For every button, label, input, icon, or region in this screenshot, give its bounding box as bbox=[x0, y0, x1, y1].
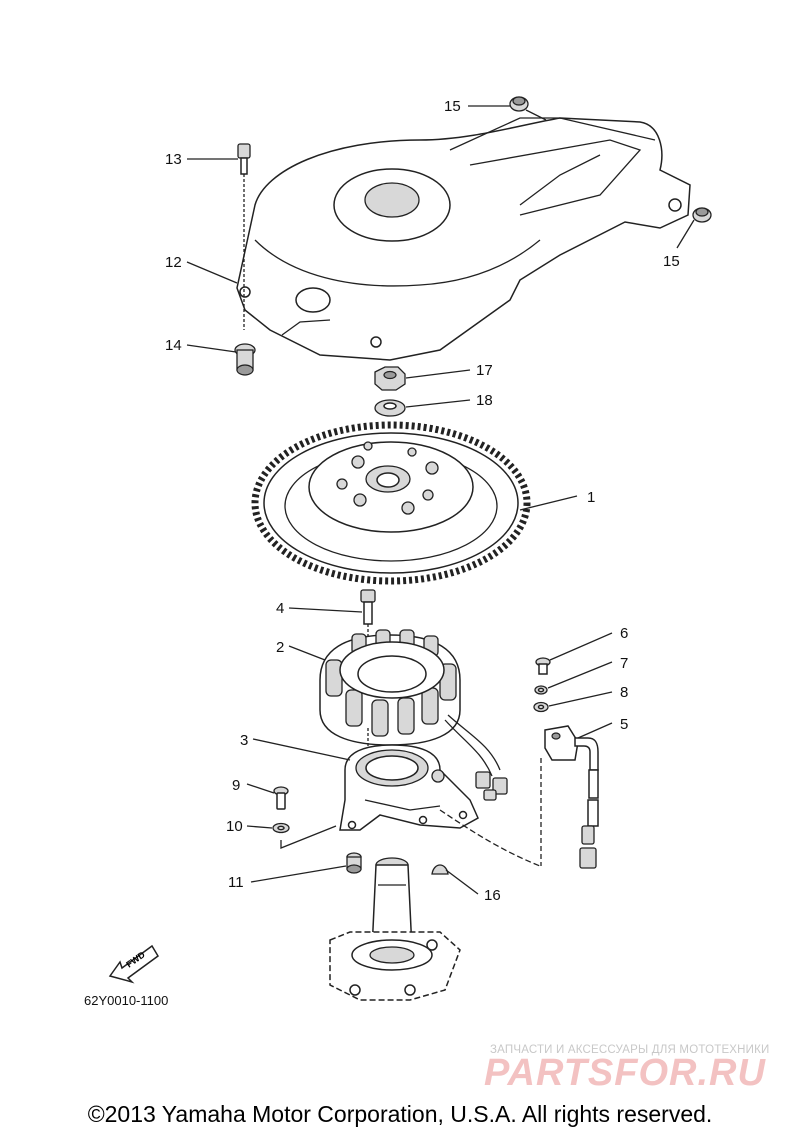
forward-direction-arrow: FWD bbox=[108, 944, 159, 984]
copyright-notice: ©2013 Yamaha Motor Corporation, U.S.A. A… bbox=[87, 1101, 713, 1127]
watermark-logo: PARTSFOR.RU bbox=[484, 1052, 766, 1094]
callout-10: 10 bbox=[226, 818, 243, 835]
callout-2: 2 bbox=[276, 639, 284, 656]
grommet-upper bbox=[509, 96, 529, 112]
callout-14: 14 bbox=[165, 337, 182, 354]
callout-7: 7 bbox=[620, 655, 628, 672]
callout-5: 5 bbox=[620, 716, 628, 733]
callout-3: 3 bbox=[240, 732, 248, 749]
coil-lock-washer bbox=[534, 685, 548, 695]
coil-screw bbox=[535, 657, 551, 675]
woodruff-key bbox=[431, 864, 449, 875]
callout-13: 13 bbox=[165, 151, 182, 168]
callout-6: 6 bbox=[620, 625, 628, 642]
callout-16: 16 bbox=[484, 887, 501, 904]
callout-11: 11 bbox=[228, 874, 244, 891]
drawing-code: 62Y0010-1100 bbox=[84, 993, 169, 1008]
callout-4: 4 bbox=[276, 600, 284, 617]
flywheel-cover bbox=[236, 117, 691, 361]
base-washer bbox=[272, 822, 337, 849]
callout-17: 17 bbox=[476, 362, 493, 379]
stator-base bbox=[339, 728, 479, 831]
cover-bolt bbox=[237, 143, 251, 330]
stator-assembly bbox=[319, 629, 508, 801]
base-screw bbox=[273, 786, 289, 810]
flywheel-nut bbox=[374, 366, 406, 391]
flywheel-rotor bbox=[251, 421, 531, 585]
callout-12: 12 bbox=[165, 254, 182, 271]
callout-8: 8 bbox=[620, 684, 628, 701]
cover-collar bbox=[234, 343, 256, 376]
coil-plain-washer bbox=[533, 701, 549, 713]
crankshaft-housing bbox=[329, 857, 461, 1001]
callout-9: 9 bbox=[232, 777, 240, 794]
callout-1: 1 bbox=[587, 489, 595, 506]
dowel-collar bbox=[346, 852, 362, 874]
callout-18: 18 bbox=[476, 392, 493, 409]
callout-15-right: 15 bbox=[663, 253, 680, 270]
grommet-right bbox=[692, 207, 712, 223]
leader-lines bbox=[186, 105, 695, 895]
callout-labels: 1 2 3 4 5 6 7 8 9 10 11 12 13 14 15 15 1… bbox=[165, 98, 680, 904]
flywheel-washer bbox=[374, 399, 406, 417]
pulser-coil bbox=[540, 725, 599, 869]
callout-15-upper: 15 bbox=[444, 98, 461, 115]
watermark-tagline: ЗАПЧАСТИ И АКСЕССУАРЫ ДЛЯ МОТОТЕХНИКИ bbox=[490, 1044, 770, 1056]
